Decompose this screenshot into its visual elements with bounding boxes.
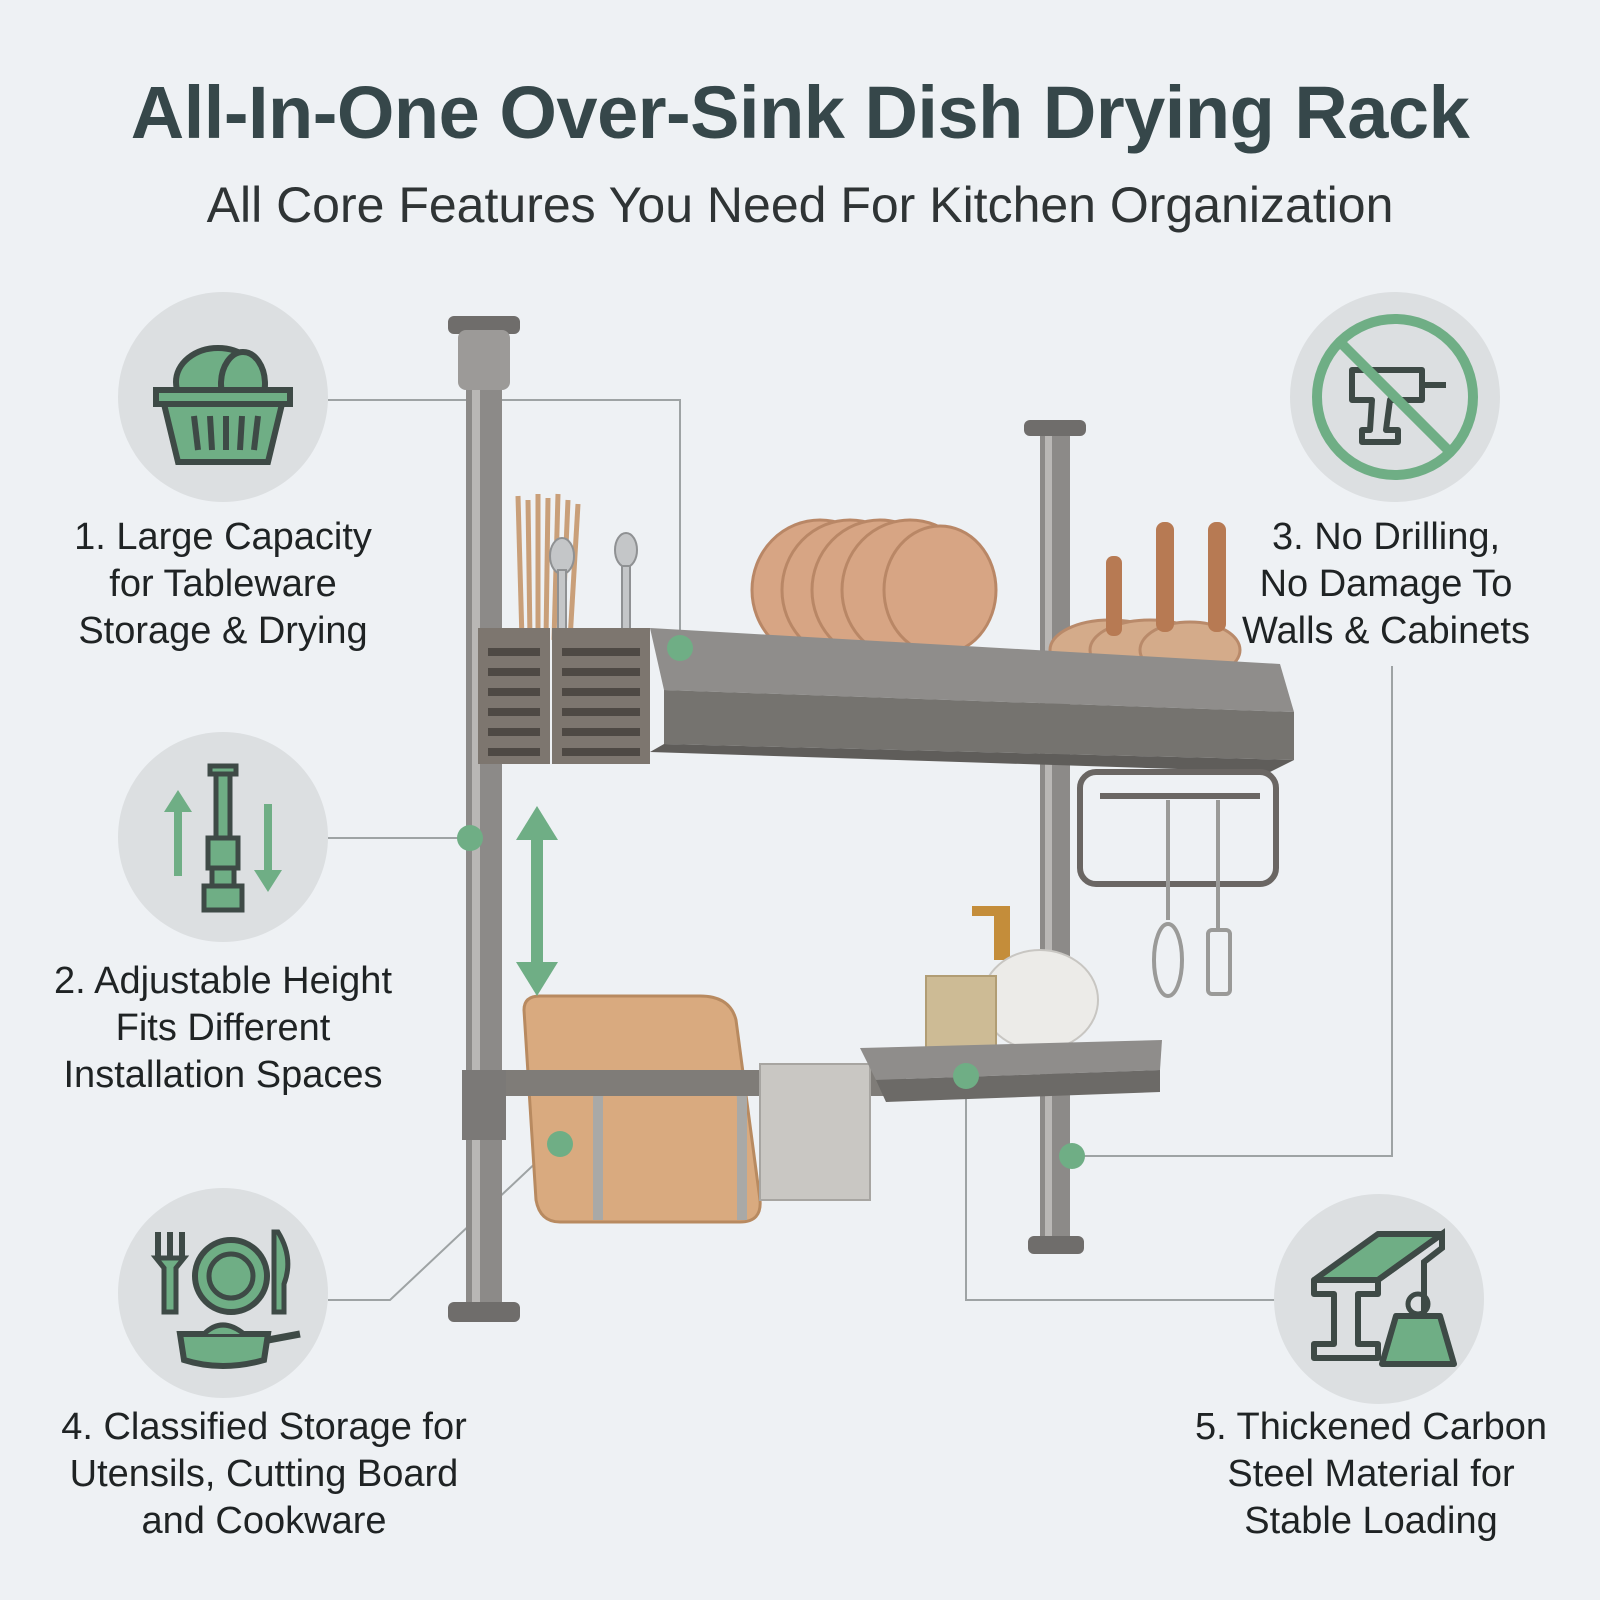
feature-5-line-2: Steel Material for [1227,1453,1515,1495]
utensils-cookware-icon [118,1188,328,1398]
page-title: All-In-One Over-Sink Dish Drying Rack [130,71,1470,154]
feature-1-line-2: for Tableware [109,563,337,605]
steel-beam-weight-icon [1274,1194,1484,1404]
feature-4-line-2: Utensils, Cutting Board [69,1453,459,1495]
feature-2-line-3: Installation Spaces [63,1054,383,1096]
feature-4-line-1: 4. Classified Storage for [61,1406,467,1448]
feature-3-text: 3. No Drilling, No Damage To Walls & Cab… [1176,514,1596,655]
feature-2-line-2: Fits Different [115,1007,331,1049]
plates [750,518,998,662]
knives [1106,522,1226,636]
feature-3-line-2: No Damage To [1259,563,1513,605]
towel-bar [506,1063,906,1201]
callout-lines [328,399,1393,1301]
feature-5-text: 5. Thickened Carbon Steel Material for S… [1146,1404,1596,1545]
feature-2-line-1: 2. Adjustable Height [53,960,392,1002]
feature-1-text: 1. Large Capacity for Tableware Storage … [0,514,446,655]
left-pole [448,316,520,1322]
feature-3-line-1: 3. No Drilling, [1271,516,1501,558]
feature-4-line-3: and Cookware [141,1500,387,1542]
page-subtitle: All Core Features You Need For Kitchen O… [206,177,1394,233]
feature-5-line-1: 5. Thickened Carbon [1194,1406,1548,1448]
right-pole [1024,420,1086,1254]
callout-dots [457,635,1085,1169]
dish-basket-icon [118,292,328,502]
whisk-spatula [1152,800,1232,998]
feature-2-text: 2. Adjustable Height Fits Different Inst… [0,958,446,1099]
hook-rack [1077,769,1279,887]
no-drill-icon [1290,292,1500,502]
cutting-board [522,994,762,1224]
soap-dispenser [925,906,1099,1057]
small-shelf [860,1040,1162,1102]
spoons [549,532,638,641]
feature-5-line-3: Stable Loading [1244,1500,1498,1542]
feature-1-line-1: 1. Large Capacity [74,516,372,558]
utensil-caddy [478,628,650,764]
feature-3-line-3: Walls & Cabinets [1242,610,1530,652]
feature-4-text: 4. Classified Storage for Utensils, Cutt… [16,1404,512,1545]
telescopic-pole-icon [118,732,328,942]
height-adjust-arrow [516,806,558,996]
feature-1-line-3: Storage & Drying [78,610,368,652]
upper-shelf [650,628,1294,772]
